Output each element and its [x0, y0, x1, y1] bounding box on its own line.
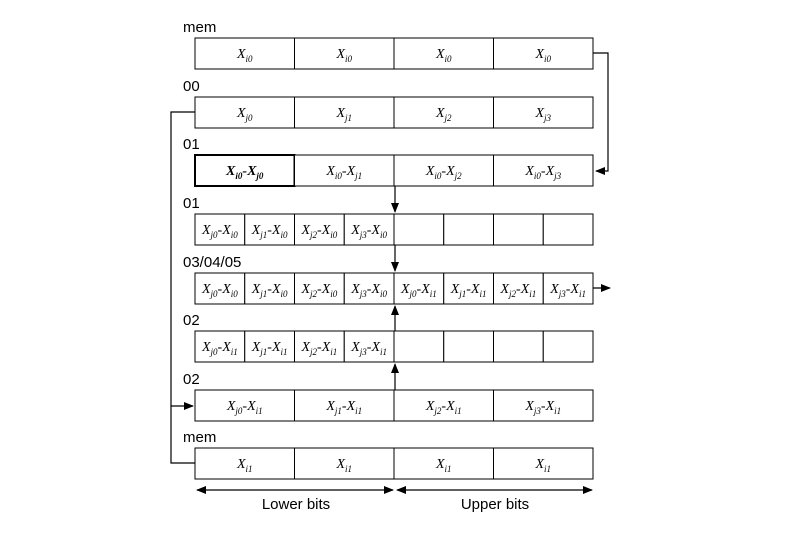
cell-text: Xj1-Xi0 — [251, 282, 288, 299]
register-cell — [542, 330, 594, 363]
row-label: 02 — [183, 371, 200, 388]
cell-text: Xi0 — [236, 47, 253, 64]
cell-text: Xj0-Xi1 — [400, 282, 437, 299]
cell-text: Xi0 — [335, 47, 352, 64]
cell-text: Xj3-Xi1 — [524, 399, 561, 416]
cell-text: Xi0-Xj3 — [524, 164, 561, 181]
row-label: mem — [183, 429, 216, 446]
cell-text: Xj0 — [236, 106, 253, 123]
register-cell — [294, 272, 345, 305]
register-cell — [443, 213, 494, 246]
register-cell — [294, 389, 395, 422]
register-cell — [343, 213, 395, 246]
row-label: 03/04/05 — [183, 254, 241, 271]
cell-text: Xj2-Xi0 — [300, 282, 337, 299]
cell-text: Xj2-Xi1 — [300, 340, 337, 357]
register-cell — [294, 447, 395, 480]
row-label: mem — [183, 19, 216, 36]
cell-text: Xj1-Xi1 — [450, 282, 487, 299]
bit-range-footer: Lower bits Upper bits — [196, 486, 593, 513]
register-cell — [194, 213, 246, 246]
register-cell — [194, 272, 246, 305]
cell-text: Xj3-Xi0 — [350, 282, 387, 299]
flow-arrows — [170, 52, 611, 464]
register-cell — [493, 389, 594, 422]
cell-text: Xj1 — [335, 106, 352, 123]
row-label: 02 — [183, 312, 200, 329]
cell-text: Xj1-Xi1 — [325, 399, 362, 416]
register-cell — [443, 330, 494, 363]
register-cell — [194, 330, 246, 363]
line-mem-to-loop — [170, 406, 195, 464]
register-cell — [244, 272, 295, 305]
lower-bits-label: Lower bits — [262, 496, 330, 513]
register-cell — [493, 37, 594, 70]
register-cell — [443, 272, 494, 305]
register-cell — [493, 272, 544, 305]
cell-text: Xj0-Xi1 — [226, 399, 263, 416]
arrow-mem-to-sub — [593, 52, 609, 175]
cell-text: Xi0-Xj2 — [425, 164, 462, 181]
register-cell — [244, 330, 295, 363]
cell-text: Xi1 — [335, 457, 352, 474]
cell-text: Xj1-Xi0 — [251, 223, 288, 240]
register-cell — [244, 213, 295, 246]
cell-text: Xj3 — [534, 106, 551, 123]
register-cell — [294, 37, 395, 70]
register-cell — [393, 154, 494, 187]
register-cell — [194, 389, 295, 422]
row-label: 01 — [183, 195, 200, 212]
register-cell — [493, 330, 544, 363]
register-cell — [393, 330, 445, 363]
cell-text: Xi0 — [435, 47, 452, 64]
cell-text: Xj1-Xi1 — [251, 340, 288, 357]
register-cell — [493, 96, 594, 129]
row-label: 01 — [183, 136, 200, 153]
cell-text: Xi0-Xj1 — [325, 164, 362, 181]
register-cell — [294, 96, 395, 129]
register-cell — [493, 213, 544, 246]
row-label: 00 — [183, 78, 200, 95]
register-cell — [343, 330, 395, 363]
upper-bits-label: Upper bits — [461, 496, 529, 513]
register-cell — [542, 272, 594, 305]
cell-text: Xj2-Xi0 — [300, 223, 337, 240]
register-cell — [294, 213, 345, 246]
cell-text: Xi0-Xj0 — [225, 164, 264, 181]
register-cell — [393, 213, 445, 246]
cell-text: Xi1 — [534, 457, 551, 474]
arrow-row00-to-row02 — [170, 111, 195, 410]
cell-text: Xi1 — [236, 457, 253, 474]
cell-text: Xj0-Xi0 — [201, 282, 238, 299]
cell-text: Xj2-Xi1 — [499, 282, 536, 299]
register-cell — [493, 154, 594, 187]
cell-text: Xj0-Xi0 — [201, 223, 238, 240]
cell-text: Xj3-Xi1 — [350, 340, 387, 357]
cell-text: Xj3-Xi1 — [549, 282, 586, 299]
register-cell — [542, 213, 594, 246]
cell-text: Xj2-Xi1 — [425, 399, 462, 416]
cell-text: Xi0 — [534, 47, 551, 64]
cell-text: Xj3-Xi0 — [350, 223, 387, 240]
register-cell — [493, 447, 594, 480]
register-cell — [294, 330, 345, 363]
cell-text: Xj0-Xi1 — [201, 340, 238, 357]
register-cell — [393, 272, 445, 305]
cell-text: Xi1 — [435, 457, 452, 474]
cell-text: Xj2 — [435, 106, 452, 123]
register-cell — [194, 37, 295, 70]
